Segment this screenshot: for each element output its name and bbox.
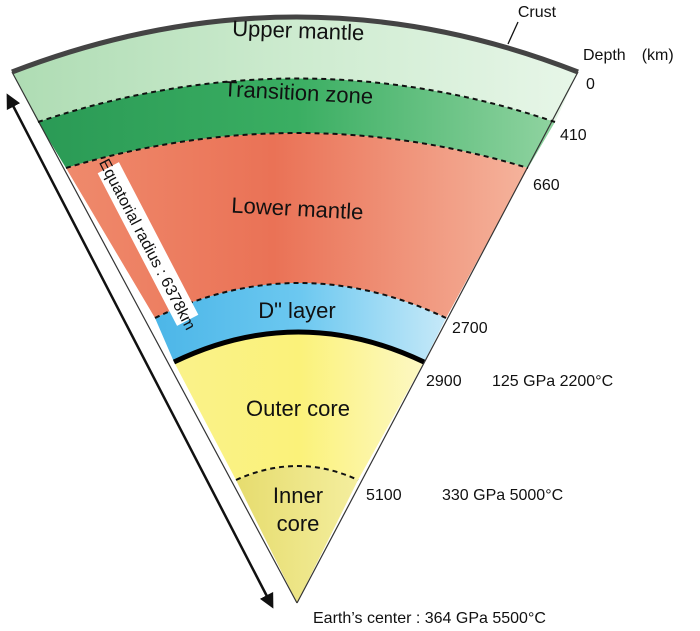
upper-mantle-label: Upper mantle (232, 16, 365, 46)
center-conditions: Earth’s center : 364 GPa 5500°C (313, 610, 546, 627)
inner-core-label-line1: Inner (273, 483, 323, 508)
cmb-conditions: 125 GPa 2200°C (492, 373, 613, 390)
depth-2700: 2700 (452, 320, 488, 337)
d-layer-label: D" layer (258, 298, 336, 323)
icb-conditions: 330 GPa 5000°C (442, 487, 563, 504)
depth-5100: 5100 (366, 487, 402, 504)
depth-660: 660 (533, 177, 560, 194)
crust-pointer (507, 21, 519, 45)
crust-label: Crust (518, 4, 557, 21)
outer-core-label: Outer core (246, 396, 350, 421)
boundary-5100 (235, 465, 359, 481)
depth-0: 0 (586, 76, 595, 93)
radius-label-bg (97, 162, 199, 326)
inner-core-label-line2: core (277, 511, 320, 536)
depth-unit-label: Depth (km) (583, 47, 674, 64)
depth-2900: 2900 (426, 373, 462, 390)
wedge-right-edge (296, 71, 579, 604)
upper-mantle-region (12, 17, 578, 122)
depth-410: 410 (560, 127, 587, 144)
crust-arc (11, 14, 579, 75)
radius-arrow (6, 93, 274, 609)
